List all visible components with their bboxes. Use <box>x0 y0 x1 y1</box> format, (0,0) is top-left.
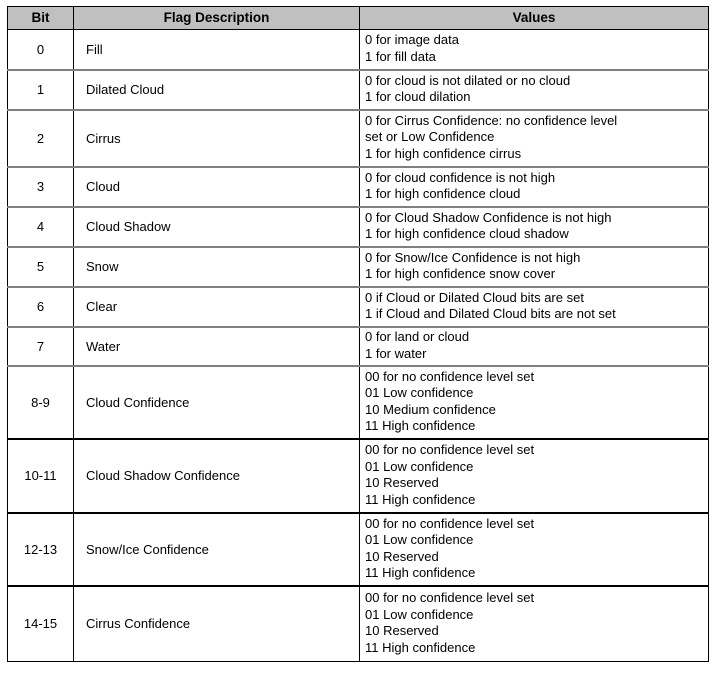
cell-flag-description: Snow <box>73 245 360 287</box>
value-line: 0 for Cloud Shadow Confidence is not hig… <box>365 209 612 225</box>
cell-flag-description: Water <box>73 325 360 366</box>
value-line: 0 for cloud confidence is not high <box>365 169 556 185</box>
value-line: 11 High confidence <box>365 491 476 507</box>
value-line: 00 for no confidence level set <box>365 590 535 606</box>
value-line: 1 for water <box>365 345 427 361</box>
table-header: Bit Flag Description Values <box>7 6 709 30</box>
value-line: 1 for fill data <box>365 48 436 64</box>
value-line: 11 High confidence <box>365 565 476 580</box>
value-line: 00 for no confidence level set <box>365 442 535 457</box>
value-line: 00 for no confidence level set <box>365 368 535 384</box>
cell-flag-description: Clear <box>73 285 360 327</box>
value-line: 01 Low confidence <box>365 458 474 474</box>
value-line: 1 for high confidence cloud shadow <box>365 226 569 241</box>
cell-flag-description: Cloud Shadow Confidence <box>73 437 360 513</box>
column-header-bit: Bit <box>7 6 74 30</box>
cell-bit: 14-15 <box>7 584 74 662</box>
cell-bit: 10-11 <box>7 437 74 513</box>
value-line: 0 for cloud is not dilated or no cloud <box>365 72 571 88</box>
value-line: 0 for land or cloud <box>365 329 470 344</box>
cell-values: 0 for Cloud Shadow Confidence is not hig… <box>359 205 709 247</box>
value-line: 0 for Cirrus Confidence: no confidence l… <box>365 112 618 128</box>
value-line: 11 High confidence <box>365 639 476 655</box>
cell-flag-description: Cirrus <box>73 108 360 167</box>
value-line: set or Low Confidence <box>365 129 495 145</box>
cell-bit: 3 <box>7 165 74 207</box>
column-header-values: Values <box>359 6 709 30</box>
value-line: 01 Low confidence <box>365 532 474 547</box>
value-line: 10 Reserved <box>365 623 439 639</box>
cell-bit: 12-13 <box>7 511 74 586</box>
cell-bit: 8-9 <box>7 364 74 439</box>
cell-bit: 1 <box>7 68 74 110</box>
value-line: 01 Low confidence <box>365 385 474 400</box>
value-line: 10 Medium confidence <box>365 401 496 417</box>
cell-values: 0 if Cloud or Dilated Cloud bits are set… <box>359 285 709 327</box>
cell-values: 0 for Cirrus Confidence: no confidence l… <box>359 108 709 167</box>
value-line: 1 for cloud dilation <box>365 89 471 104</box>
value-line: 1 for high confidence cirrus <box>365 145 522 161</box>
value-line: 1 for high confidence snow cover <box>365 266 556 281</box>
cell-flag-description: Snow/Ice Confidence <box>73 511 360 586</box>
cell-flag-description: Cloud <box>73 165 360 207</box>
cell-bit: 4 <box>7 205 74 247</box>
value-line: 10 Reserved <box>365 475 439 490</box>
value-line: 00 for no confidence level set <box>365 515 535 531</box>
column-header-flag-description: Flag Description <box>73 6 360 30</box>
value-line: 01 Low confidence <box>365 606 474 622</box>
value-line: 10 Reserved <box>365 548 439 564</box>
value-line: 1 if Cloud and Dilated Cloud bits are no… <box>365 306 616 321</box>
cell-flag-description: Cirrus Confidence <box>73 584 360 662</box>
value-line: 1 for high confidence cloud <box>365 186 521 201</box>
value-line: 11 High confidence <box>365 418 476 433</box>
cell-bit: 6 <box>7 285 74 327</box>
header-row: Bit Flag Description Values <box>7 6 709 30</box>
cell-bit: 2 <box>7 108 74 167</box>
cell-bit: 5 <box>7 245 74 287</box>
cell-flag-description: Dilated Cloud <box>73 68 360 110</box>
value-line: 0 if Cloud or Dilated Cloud bits are set <box>365 289 584 305</box>
cell-flag-description: Cloud Shadow <box>73 205 360 247</box>
cell-flag-description: Fill <box>73 29 360 70</box>
value-line: 0 for image data <box>365 32 459 48</box>
cell-bit: 7 <box>7 325 74 366</box>
cell-flag-description: Cloud Confidence <box>73 364 360 439</box>
cell-bit: 0 <box>7 29 74 70</box>
value-line: 0 for Snow/Ice Confidence is not high <box>365 249 581 265</box>
